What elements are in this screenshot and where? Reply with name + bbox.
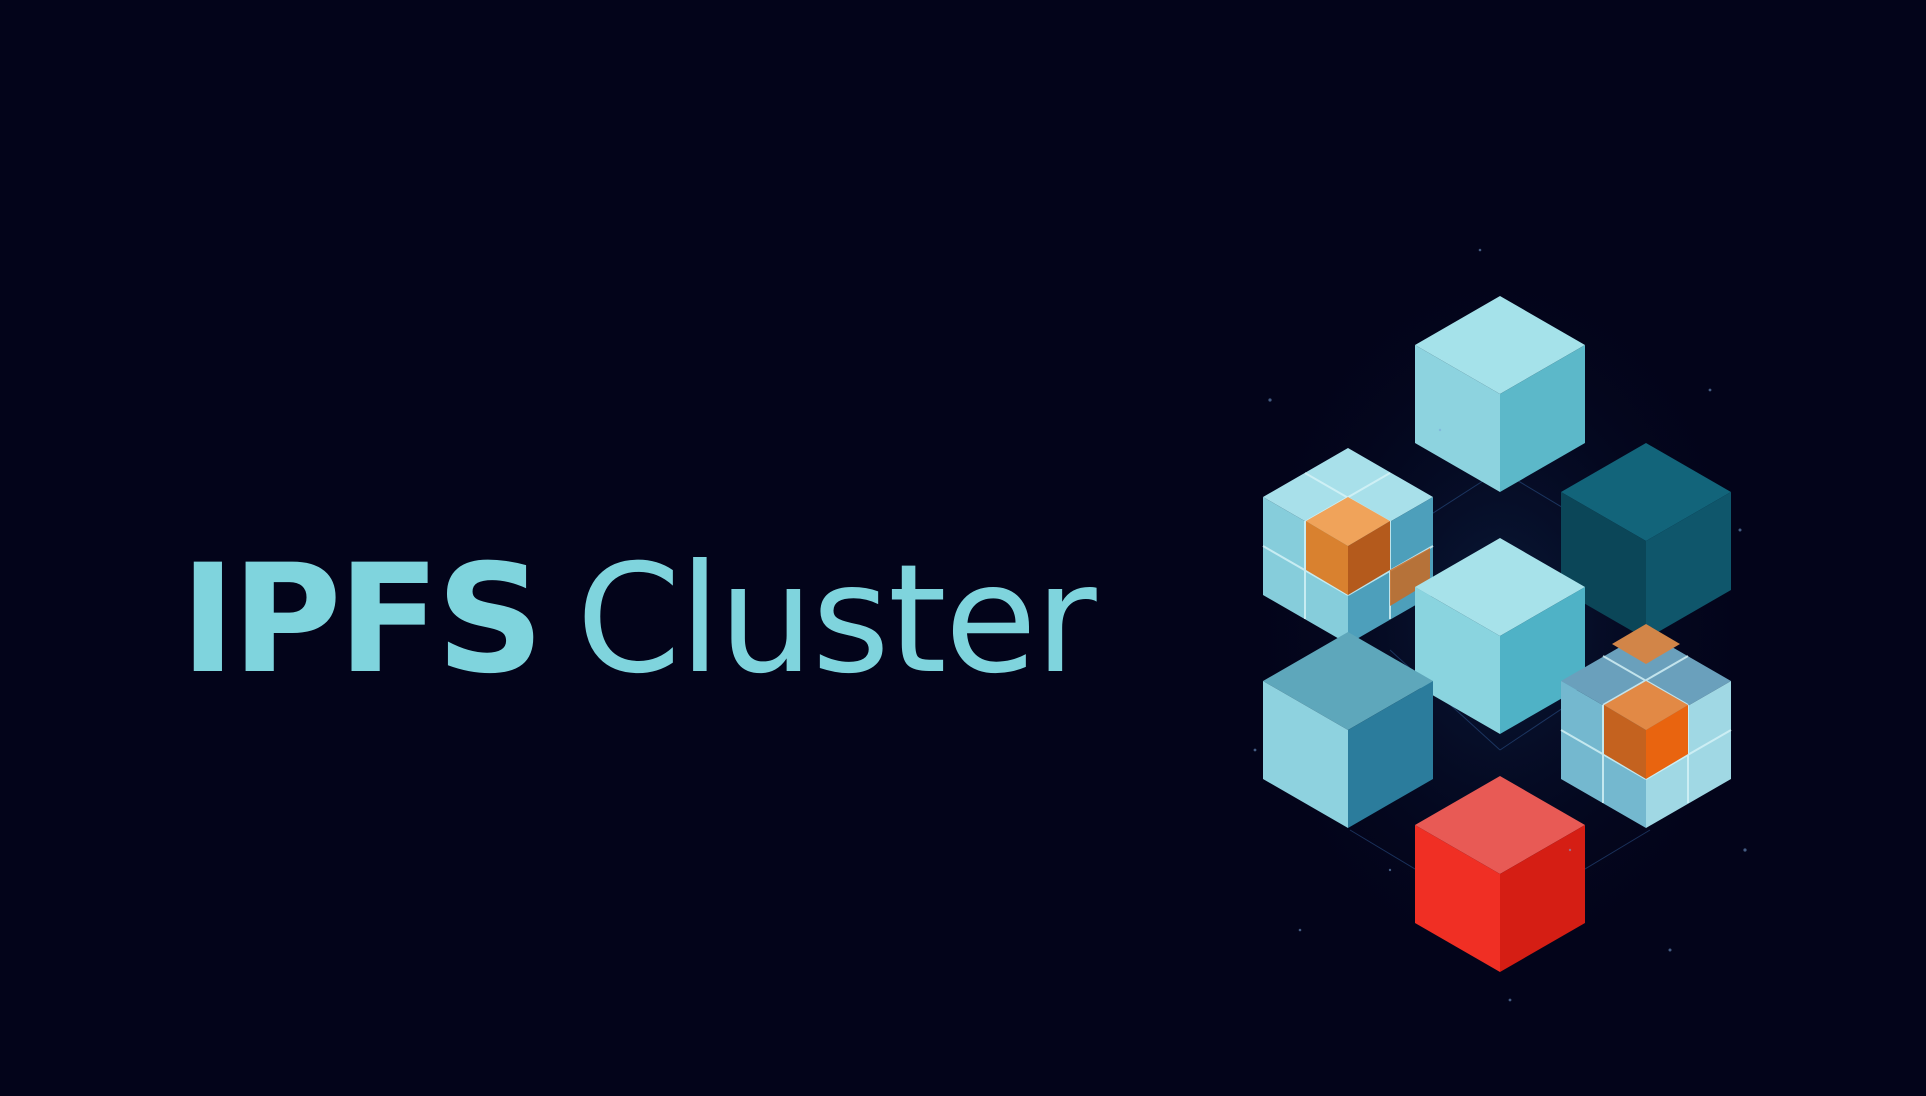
cube-bottom-red (1415, 776, 1585, 972)
cube-bottom-left (1263, 632, 1433, 828)
title-light: Cluster (576, 533, 1096, 707)
cube-top (1415, 296, 1585, 492)
cube-cluster-icon (1240, 240, 1760, 1002)
cube-left-composite (1262, 448, 1434, 644)
star-dots (1253, 248, 1747, 1002)
cube-right-composite (1560, 624, 1732, 828)
title-bold: IPFS (180, 533, 544, 707)
